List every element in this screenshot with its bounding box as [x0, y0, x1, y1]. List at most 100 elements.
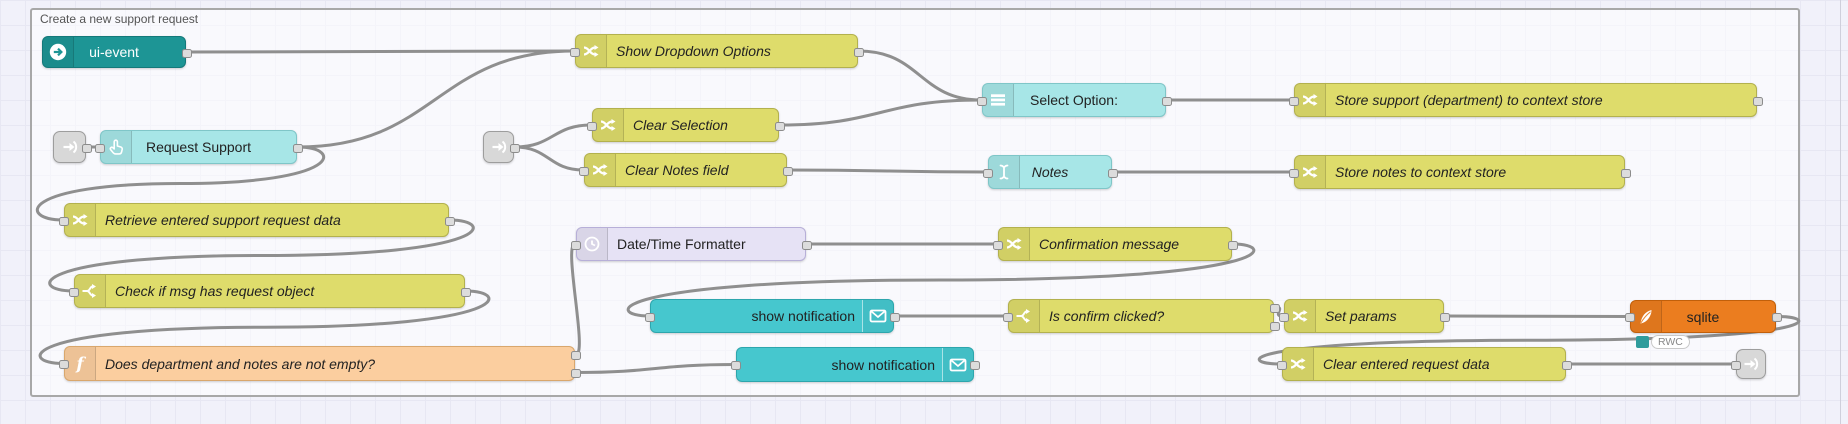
wire-retrieve-to-check_request[interactable] [48, 218, 475, 293]
output-port-sqlite[interactable] [1771, 313, 1782, 322]
node-request-support[interactable]: Request Support [95, 130, 303, 164]
canvas-edge-line [1840, 0, 1841, 424]
wire-linkin2-to-clear_selection[interactable] [513, 123, 593, 149]
node-clear-entered[interactable]: Clear entered request data [1277, 347, 1572, 381]
input-port-notes[interactable] [983, 168, 993, 178]
input-port-clear-entered[interactable] [1277, 360, 1287, 370]
change-icon [999, 228, 1030, 260]
node-store-support[interactable]: Store support (department) to context st… [1289, 83, 1763, 117]
input-port-select-option[interactable] [977, 96, 987, 106]
wire-request_support-to-retrieve[interactable] [36, 145, 325, 222]
output-port-retrieve[interactable] [444, 216, 455, 226]
wire-show_dropdown-to-select_option[interactable] [857, 49, 983, 102]
input-port-request-support[interactable] [95, 143, 105, 153]
output-port-notif2[interactable] [969, 361, 980, 370]
node-set-params[interactable]: Set params [1279, 299, 1450, 333]
change-icon [65, 204, 96, 236]
output-port-datetime[interactable] [801, 240, 812, 250]
input-port-datetime[interactable] [571, 240, 581, 250]
output-port-1-is-confirm[interactable] [1269, 303, 1280, 313]
change-icon [585, 154, 616, 186]
input-port-set-params[interactable] [1279, 312, 1289, 322]
node-clear-notes[interactable]: Clear Notes field [579, 153, 793, 187]
input-port-clear-selection[interactable] [587, 121, 597, 131]
link-out-icon [1737, 350, 1765, 378]
text-cursor-icon [989, 156, 1020, 188]
input-port-store-support[interactable] [1289, 96, 1299, 106]
change-icon [1295, 84, 1326, 116]
node-ui-event[interactable]: ui-event [42, 36, 192, 68]
wire-set_params-to-sqlite[interactable] [1443, 314, 1631, 318]
output-port-clear-selection[interactable] [774, 121, 785, 131]
badge-text: RWC [1651, 335, 1690, 349]
output-port-request-support[interactable] [292, 143, 303, 153]
wire-sqlite-to-clear_entered[interactable] [1257, 315, 1801, 366]
output-port-confirmation[interactable] [1227, 240, 1238, 250]
input-port-is-confirm[interactable] [1003, 312, 1013, 322]
input-port-retrieve[interactable] [59, 216, 69, 226]
node-notif2[interactable]: show notification [731, 347, 980, 382]
node-check-request[interactable]: Check if msg has request object [69, 274, 471, 308]
wire-linkin2-to-clear_notes[interactable] [513, 145, 585, 172]
wire-request_support-to-show_dropdown[interactable] [296, 49, 576, 149]
node-label-confirmation: Confirmation message [1039, 236, 1180, 252]
node-confirmation[interactable]: Confirmation message [993, 227, 1238, 261]
input-port-store-notes[interactable] [1289, 168, 1299, 178]
output-port-clear-notes[interactable] [782, 166, 793, 176]
node-show-dropdown[interactable]: Show Dropdown Options [570, 34, 864, 68]
output-port-set-params[interactable] [1439, 312, 1450, 322]
node-notes[interactable]: Notes [983, 155, 1118, 189]
output-port-1-does-empty[interactable] [570, 351, 581, 360]
node-retrieve[interactable]: Retrieve entered support request data [59, 203, 455, 237]
node-linkin2[interactable] [483, 131, 520, 163]
output-port-store-notes[interactable] [1620, 168, 1631, 178]
wire-does_empty-to-datetime[interactable] [570, 242, 581, 356]
input-port-notif1[interactable] [645, 312, 655, 322]
output-port-notes[interactable] [1107, 168, 1118, 178]
input-port-confirmation[interactable] [993, 240, 1003, 250]
input-port-show-dropdown[interactable] [570, 47, 580, 57]
node-label-show-dropdown: Show Dropdown Options [616, 43, 771, 59]
node-label-datetime: Date/Time Formatter [617, 236, 746, 252]
node-clear-selection[interactable]: Clear Selection [587, 108, 785, 142]
wire-does_empty-to-notif2[interactable] [574, 363, 737, 374]
output-port-2-is-confirm[interactable] [1269, 321, 1280, 331]
output-port-ui-event[interactable] [181, 48, 192, 58]
wire-confirmation-to-notif1[interactable] [626, 242, 1256, 318]
node-label-does-empty: Does department and notes are not empty? [105, 355, 376, 372]
input-port-sqlite[interactable] [1625, 313, 1635, 322]
output-port-check-request[interactable] [460, 287, 471, 297]
link-in-icon [484, 132, 513, 162]
output-port-clear-entered[interactable] [1561, 360, 1572, 370]
output-port-select-option[interactable] [1161, 96, 1172, 106]
node-sqlite[interactable]: sqlite [1625, 300, 1782, 333]
node-is-confirm[interactable]: Is confirm clicked? [1003, 299, 1280, 333]
node-select-option[interactable]: Select Option: [977, 83, 1172, 117]
node-linkout[interactable] [1731, 349, 1766, 379]
node-label-notes: Notes [1031, 164, 1069, 180]
input-port-check-request[interactable] [69, 287, 79, 297]
wire-clear_selection-to-select_option[interactable] [778, 98, 983, 127]
wire-ui_event-to-show_dropdown[interactable] [185, 49, 576, 54]
node-linkin1[interactable] [53, 131, 92, 163]
switch-icon [75, 275, 106, 307]
node-store-notes[interactable]: Store notes to context store [1289, 155, 1631, 189]
clock-icon [577, 228, 608, 260]
wire-check_request-to-does_empty[interactable] [38, 289, 491, 365]
node-label-notif1: show notification [751, 308, 855, 324]
node-notif1[interactable]: show notification [645, 299, 900, 333]
output-port-2-does-empty[interactable] [570, 369, 581, 378]
input-port-does-empty[interactable] [59, 360, 69, 369]
node-datetime[interactable]: Date/Time Formatter [571, 227, 812, 261]
input-port-notif2[interactable] [731, 361, 741, 370]
output-port-show-dropdown[interactable] [853, 47, 864, 57]
input-port-linkout[interactable] [1731, 360, 1741, 370]
output-port-linkin1[interactable] [81, 143, 92, 153]
output-port-store-support[interactable] [1752, 96, 1763, 106]
output-port-notif1[interactable] [889, 312, 900, 322]
input-port-clear-notes[interactable] [579, 166, 589, 176]
output-port-linkin2[interactable] [509, 143, 520, 153]
wire-clear_notes-to-notes[interactable] [786, 168, 989, 174]
